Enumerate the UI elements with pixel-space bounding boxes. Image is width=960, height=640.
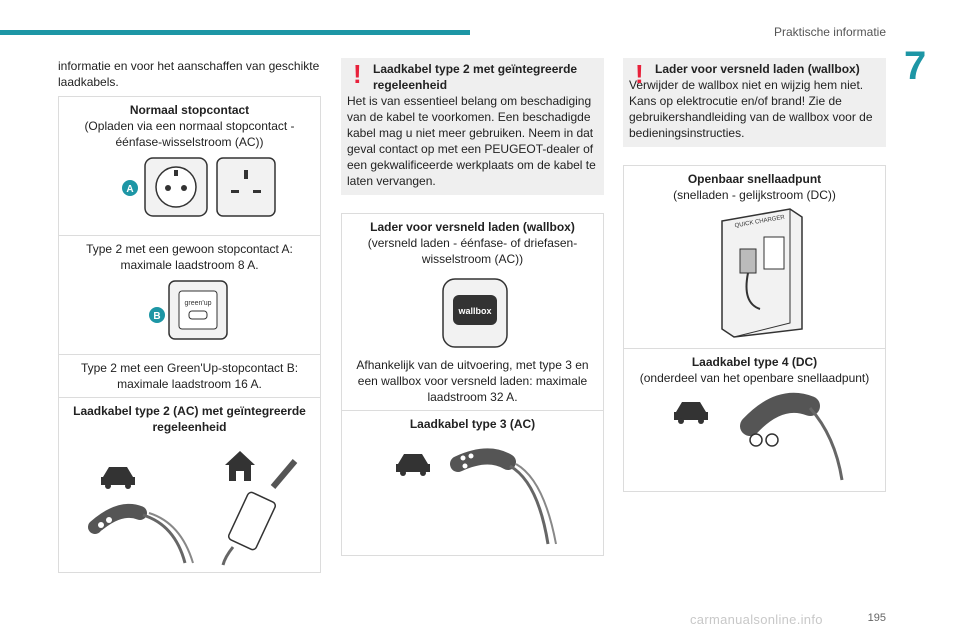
warning-text: Het is van essentieel belang om beschadi… [347,94,596,188]
car-icon [396,454,430,476]
wallbox-text: Afhankelijk van de uitvoering, met type … [356,358,589,404]
socket-b-cell: Type 2 met een Green'Up-stopcontact B: m… [59,354,320,397]
cable-type2-title: Laadkabel type 2 (AC) met geïntegreerde … [73,404,306,434]
watermark: carmanualsonline.info [690,612,823,627]
socket-table: Normaal stopcontact (Opladen via een nor… [58,96,321,573]
badge-b-icon [149,307,165,323]
warning-title: Laadkabel type 2 met geïntegreerde regel… [373,62,578,92]
public-charger-title: Openbaar snellaadpunt [687,172,822,186]
cable-type4-subtitle: (onderdeel van het openbare snellaadpunt… [639,371,870,385]
badge-a-label: A [126,184,133,195]
wallbox-subtitle: (versneld laden - éénfase- of driefasen-… [367,236,578,266]
cable-type4-cell: Laadkabel type 4 (DC) (onderdeel van het… [624,348,885,491]
socket-a-text: Type 2 met een gewoon stopcontact A: max… [86,242,293,272]
warning-box-cable: ! Laadkabel type 2 met geïntegreerde reg… [341,58,604,195]
intro-text: informatie en voor het aanschaffen van g… [58,59,320,89]
wallbox-cell: Lader voor versneld laden (wallbox) (ver… [342,214,603,410]
socket-title: Normaal stopcontact [129,103,250,117]
socket-cell: Normaal stopcontact (Opladen via een nor… [59,97,320,235]
car-icon [674,402,708,424]
socket-b-text: Type 2 met een Green'Up-stopcontact B: m… [80,361,299,391]
wallbox-logo: wallbox [457,306,491,316]
header-accent-line [0,30,470,35]
wallbox-title: Lader voor versneld laden (wallbox) [370,220,575,234]
cable-type3-illustration [396,448,557,545]
quick-charger-illustration: QUICK CHARGER [721,208,803,338]
socket-a-illustration: A [122,157,276,217]
badge-b-label: B [153,311,160,322]
cable-type2-illustration [88,451,298,566]
socket-a-cell: Type 2 met een gewoon stopcontact A: max… [59,235,320,354]
wallbox-table: Lader voor versneld laden (wallbox) (ver… [341,213,604,556]
car-icon [101,467,135,489]
column-3: ! Lader voor versneld laden (wallbox) Ve… [623,58,886,492]
socket-subtitle: (Opladen via een normaal stopcontact - é… [84,119,295,149]
public-charger-table: Openbaar snellaadpunt (snelladen - gelij… [623,165,886,492]
warning-icon: ! [353,59,362,89]
warning-title: Lader voor versneld laden (wallbox) [655,62,860,76]
cable-type2-cell: Laadkabel type 2 (AC) met geïntegreerde … [59,397,320,572]
badge-a-icon [122,180,138,196]
socket-b-illustration: B green'up [149,280,228,340]
chapter-number: 7 [904,44,927,88]
page-number: 195 [867,612,886,624]
greenup-label: green'up [184,300,211,307]
house-icon [225,451,255,481]
cable-type4-illustration [674,392,844,481]
public-charger-subtitle: (snelladen - gelijkstroom (DC)) [673,188,836,202]
cable-type3-cell: Laadkabel type 3 (AC) [342,410,603,555]
cable-type4-title: Laadkabel type 4 (DC) [691,355,818,369]
warning-text: Verwijder de wallbox niet en wijzig hem … [629,78,873,140]
column-2: ! Laadkabel type 2 met geïntegreerde reg… [341,58,604,556]
warning-icon: ! [635,59,644,89]
section-title: Praktische informatie [773,25,886,39]
warning-box-wallbox: ! Lader voor versneld laden (wallbox) Ve… [623,58,886,147]
cable-type3-title: Laadkabel type 3 (AC) [409,417,536,431]
public-charger-cell: Openbaar snellaadpunt (snelladen - gelij… [624,166,885,348]
column-1: informatie en voor het aanschaffen van g… [58,58,321,573]
wallbox-illustration: wallbox [442,278,508,348]
